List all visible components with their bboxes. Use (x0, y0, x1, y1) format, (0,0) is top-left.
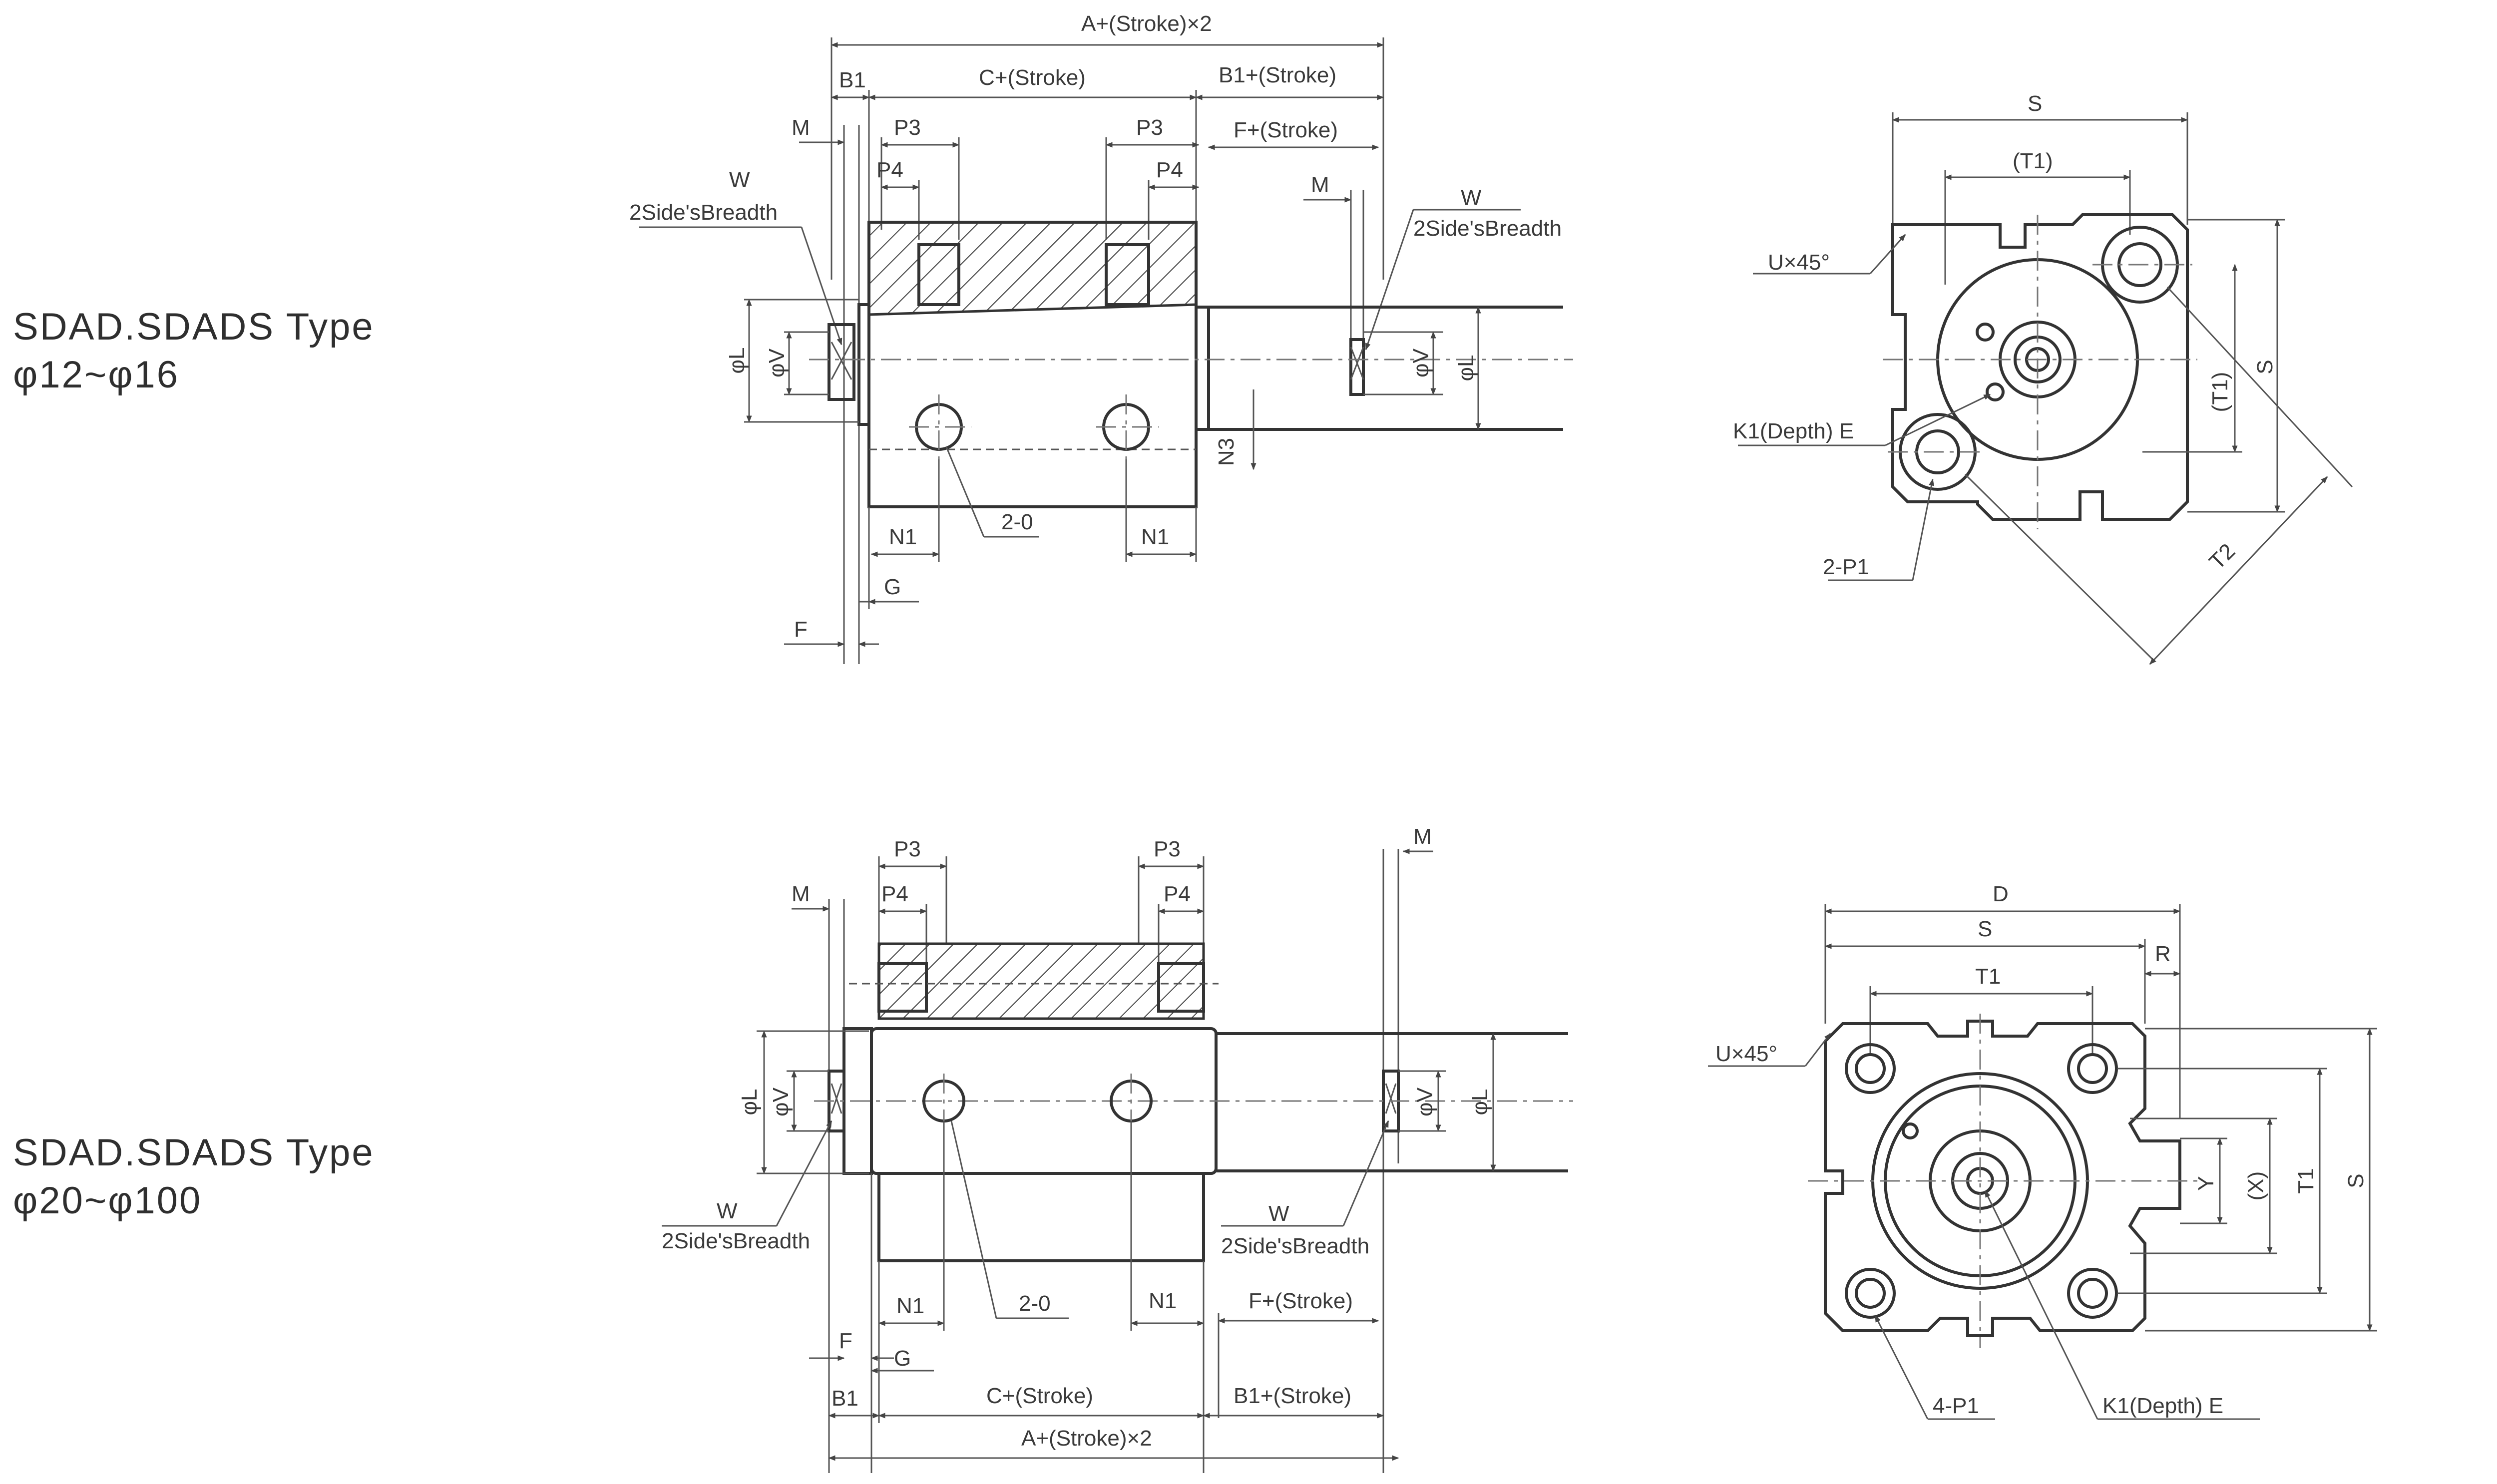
dim-f: F (794, 617, 808, 642)
dim-c-stroke: C+(Stroke) (979, 65, 1086, 90)
dim-y: Y (2194, 1176, 2218, 1190)
dim-n1-left-b: N1 (896, 1294, 924, 1318)
dim-p3-right: P3 (1136, 115, 1163, 140)
dim-phi-l-right-b: φL (1468, 1089, 1492, 1115)
dim-p3-right-b: P3 (1154, 837, 1181, 861)
label-side-breadth-right: 2Side'sBreadth (1413, 216, 1562, 241)
dim-b1: B1 (839, 68, 866, 92)
label-u45: U×45° (1768, 250, 1830, 275)
dim-phi-l-left-b: φL (737, 1089, 762, 1115)
label-side-breadth-left: 2Side'sBreadth (629, 200, 778, 225)
caption-bottom-range: φ20~φ100 (13, 1179, 202, 1222)
dim-s-side-b: S (2344, 1173, 2368, 1188)
dim-a-stroke-x2-b: A+(Stroke)×2 (1021, 1426, 1152, 1451)
dim-t1-paren-side: (T1) (2208, 372, 2232, 412)
dim-g: G (884, 575, 901, 599)
dim-d: D (1993, 882, 2009, 906)
dim-phi-l-right: φL (1454, 355, 1478, 381)
dim-p4-right: P4 (1156, 158, 1183, 182)
bottom-side-view: P3 P4 P3 P4 M M (662, 824, 1573, 1473)
dim-phi-v-right-b: φV (1413, 1087, 1437, 1116)
label-port-2-0-b: 2-0 (1019, 1291, 1051, 1316)
dim-r: R (2155, 942, 2171, 966)
bottom-end-view: D S R T1 U×45° (1708, 882, 2377, 1420)
dim-p3-left-b: P3 (894, 837, 921, 861)
dim-b1-stroke-b: B1+(Stroke) (1234, 1384, 1351, 1408)
dim-p4-left-b: P4 (881, 882, 908, 906)
dim-t1-side-b: T1 (2294, 1168, 2318, 1193)
dim-s-top: S (2028, 91, 2042, 116)
dim-phi-v-left: φV (765, 348, 789, 377)
dim-g-b: G (894, 1346, 911, 1371)
label-w-right-b: W (1268, 1201, 1289, 1226)
dim-f-stroke-b: F+(Stroke) (1248, 1289, 1353, 1313)
dim-b1-stroke: B1+(Stroke) (1219, 63, 1336, 87)
label-w-right: W (1461, 185, 1482, 210)
dim-x-paren: (X) (2244, 1171, 2268, 1201)
dim-b1-b: B1 (832, 1386, 858, 1411)
dim-n3: N3 (1214, 438, 1239, 466)
dim-m-right-b: M (1413, 824, 1432, 849)
dim-phi-l-left: φL (725, 347, 749, 373)
dim-p3-left: P3 (894, 115, 921, 140)
top-end-view: S (T1) U×45° S (1733, 91, 2353, 665)
dim-n1-right-b: N1 (1149, 1289, 1177, 1313)
caption-top-type: SDAD.SDADS Type (13, 306, 375, 348)
label-u45-b: U×45° (1715, 1042, 1777, 1066)
dim-s-side: S (2253, 360, 2277, 374)
dim-phi-v-left-b: φV (769, 1087, 793, 1116)
label-k1: K1(Depth) E (1733, 419, 1854, 443)
dim-t1-top-b: T1 (1975, 964, 2001, 989)
label-w-left-b: W (717, 1199, 738, 1223)
label-k1-b: K1(Depth) E (2102, 1394, 2223, 1418)
dim-s-top-b: S (1978, 917, 1992, 941)
caption-top-range: φ12~φ16 (13, 354, 180, 396)
dim-c-stroke-b: C+(Stroke) (986, 1384, 1093, 1408)
dim-m-left-b: M (792, 882, 810, 906)
label-w-left: W (729, 168, 750, 192)
dim-f-b: F (839, 1329, 852, 1353)
dim-a-stroke-x2: A+(Stroke)×2 (1081, 11, 1212, 36)
label-4-p1: 4-P1 (1933, 1394, 1979, 1418)
dim-p4-left: P4 (876, 158, 903, 182)
dim-p4-right-b: P4 (1164, 882, 1191, 906)
label-2-p1: 2-P1 (1823, 555, 1869, 579)
dim-t1-paren-top: (T1) (2013, 149, 2053, 173)
label-side-breadth-right-b: 2Side'sBreadth (1221, 1234, 1369, 1258)
dim-n1-left: N1 (889, 525, 917, 549)
dim-phi-v-right: φV (1409, 348, 1433, 377)
dim-m-left: M (792, 115, 810, 140)
top-side-view: A+(Stroke)×2 B1 C+(Stroke) B1+(Stroke) M… (629, 11, 1573, 664)
dim-f-stroke: F+(Stroke) (1234, 118, 1338, 142)
caption-bottom-type: SDAD.SDADS Type (13, 1131, 375, 1174)
label-side-breadth-left-b: 2Side'sBreadth (662, 1229, 810, 1253)
label-port-2-0: 2-0 (1001, 510, 1033, 534)
dim-m-right: M (1311, 173, 1329, 197)
dim-n1-right: N1 (1141, 525, 1169, 549)
dim-t2: T2 (2204, 539, 2240, 574)
